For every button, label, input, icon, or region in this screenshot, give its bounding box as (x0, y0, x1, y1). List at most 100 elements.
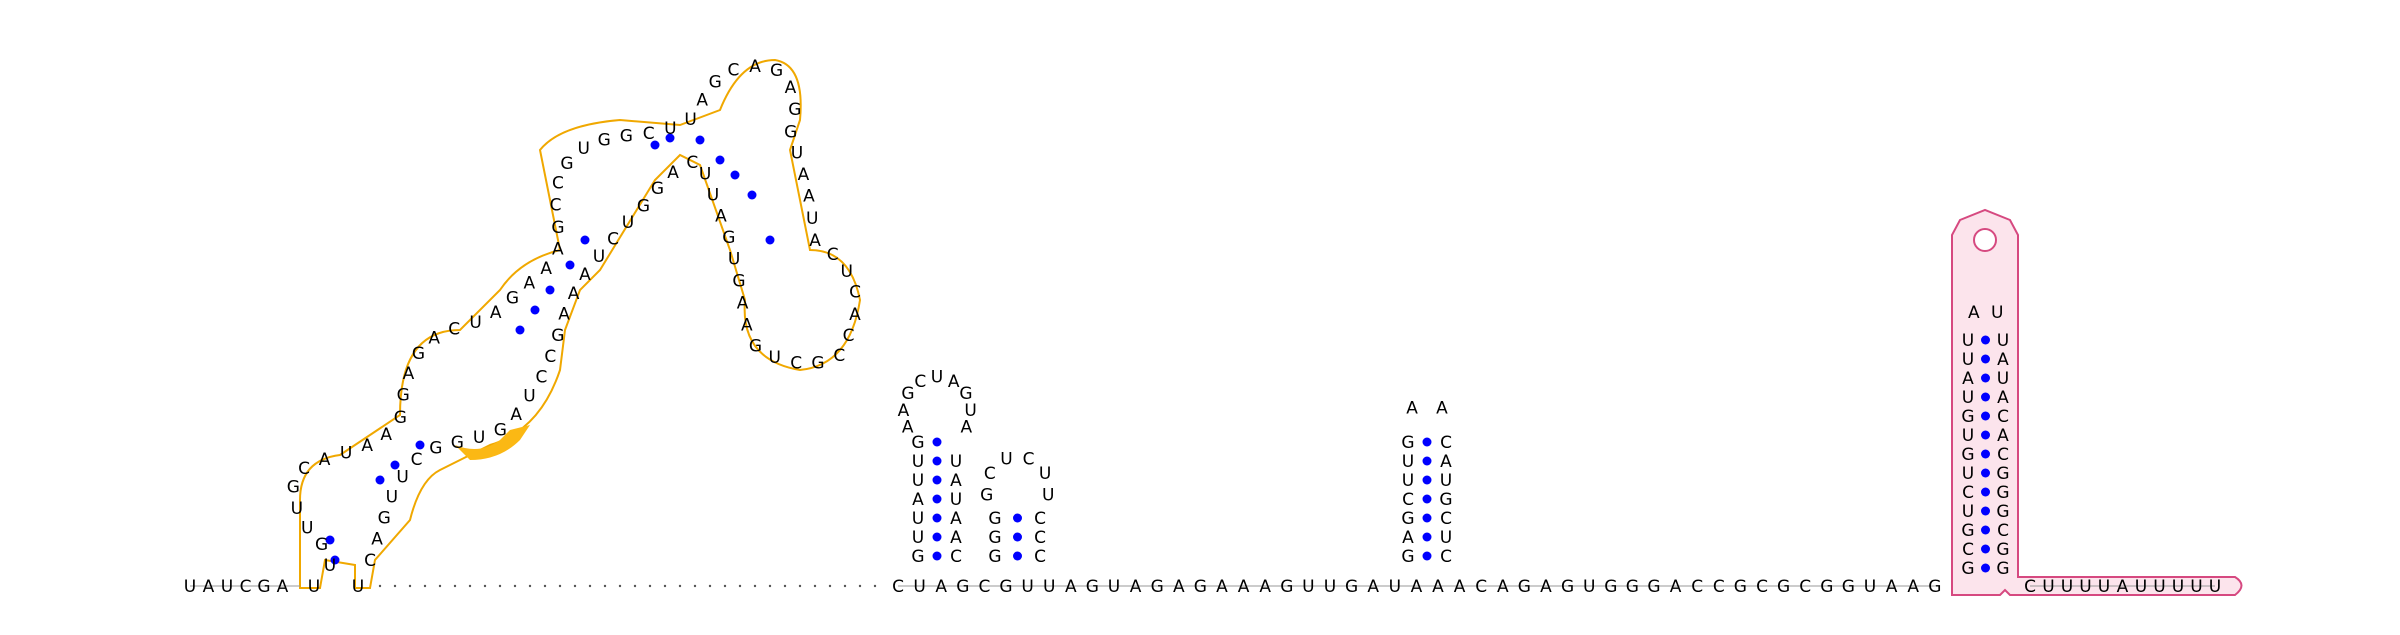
hairpin1-stem-nt: U (912, 471, 924, 491)
baseline-nucleotide: G (1518, 577, 1531, 597)
baseline-nucleotide: U (1324, 577, 1336, 597)
hairpin4-stem-nt: G (1996, 559, 2009, 579)
baseline-nucleotide: U (1389, 577, 1401, 597)
hairpin1-stem-nt: U (912, 509, 924, 529)
base-pair-dot (1422, 456, 1432, 466)
baseline-nucleotide: U (184, 577, 196, 597)
large-domain-nucleotide: U (806, 209, 818, 229)
baseline-nucleotide: A (1540, 577, 1552, 597)
large-domain-nucleotide: C (843, 326, 855, 346)
large-domain-nucleotide: G (506, 288, 519, 308)
large-domain-nucleotide: A (361, 436, 373, 456)
large-domain-nucleotide: A (371, 530, 383, 550)
gap-marker (813, 584, 817, 588)
large-domain-nucleotide: A (715, 207, 727, 227)
tail-nucleotide: C (2024, 577, 2036, 597)
baseline-nucleotide: G (1777, 577, 1790, 597)
hairpin3-stem-nt: A (1402, 528, 1414, 548)
hairpin2-loop-nt: U (1039, 464, 1051, 484)
base-pair-dot (1981, 430, 1990, 440)
hairpin4-stem-nt: C (1997, 407, 2009, 427)
base-pair-dot (932, 456, 942, 466)
base-pair-dot (1981, 468, 1990, 478)
large-domain-nucleotide: A (737, 294, 749, 314)
base-pair-dot (415, 440, 425, 450)
hairpin3-stem-nt: G (1401, 433, 1414, 453)
baseline-nucleotide: G (1561, 577, 1574, 597)
baseline-nucleotide: C (1691, 577, 1703, 597)
large-domain-nucleotide: G (651, 179, 664, 199)
large-domain-nucleotide: A (523, 274, 535, 294)
large-domain-nucleotide: C (448, 320, 460, 340)
base-pair-dot (1013, 532, 1022, 542)
baseline-nucleotide: A (203, 577, 215, 597)
hairpin3-stem-nt: U (1440, 471, 1452, 491)
base-pair-dot (1422, 475, 1432, 485)
base-pair-dot (545, 285, 555, 295)
large-domain-nucleotide: U (301, 518, 313, 538)
base-pair-dot (932, 437, 942, 447)
hairpin1-loop-nt: G (959, 384, 972, 404)
base-pair-dot (1422, 494, 1432, 504)
baseline-nucleotide: A (1238, 577, 1250, 597)
hairpin4-stem-nt: G (1961, 559, 1974, 579)
large-domain-nucleotide: C (535, 368, 547, 388)
gap-marker (573, 584, 577, 588)
hairpin1-loop-nt: A (902, 418, 914, 438)
large-domain-nucleotide: U (386, 487, 398, 507)
baseline-nucleotide: A (1130, 577, 1142, 597)
tail-nucleotide: U (2061, 577, 2073, 597)
hairpin3-stem-nt: U (1402, 471, 1414, 491)
large-domain-nucleotide: U (699, 165, 711, 185)
baseline-nucleotide: A (1216, 577, 1228, 597)
large-domain-nucleotide: A (558, 304, 570, 324)
baseline-nucleotide: G (1194, 577, 1207, 597)
large-domain-nucleotide: A (510, 405, 522, 425)
hairpin2-stem-nt: C (1034, 509, 1046, 529)
base-pair-dot (390, 460, 400, 470)
base-pair-dot (580, 235, 590, 245)
gap-marker (543, 584, 547, 588)
base-pair-dot (1981, 411, 1990, 421)
hairpin4-stem-nt: G (1996, 540, 2009, 560)
hairpin4-stem-nt: A (1997, 426, 2009, 446)
large-domain-nucleotide: C (790, 354, 802, 374)
baseline-nucleotide: G (956, 577, 969, 597)
baseline-nucleotide: U (308, 577, 320, 597)
gap-marker (378, 584, 382, 588)
hairpin1-stem-nt: U (912, 528, 924, 548)
large-domain-nucleotide: A (403, 364, 415, 384)
large-domain-nucleotide: A (428, 328, 440, 348)
hairpin4-stem-nt: A (1962, 369, 1974, 389)
large-domain-nucleotide: U (622, 213, 634, 233)
large-domain-nucleotide: U (769, 348, 781, 368)
baseline-nucleotide: C (978, 577, 990, 597)
baseline-nucleotide: A (935, 577, 947, 597)
base-pair-dot (695, 135, 705, 145)
base-pair-dot (932, 532, 942, 542)
baseline-nucleotide: U (1043, 577, 1055, 597)
tail-nucleotide: U (2153, 577, 2165, 597)
hairpin4-stem-nt: A (1997, 388, 2009, 408)
hairpin4-stem-nt: C (1962, 483, 1974, 503)
hairpin1-loop-nt: A (948, 372, 960, 392)
baseline-nucleotide: G (1626, 577, 1639, 597)
baseline-nucleotide: U (913, 577, 925, 597)
base-pair-dot (1981, 373, 1990, 383)
hairpin3-stem-nt: G (1401, 547, 1414, 567)
hairpin4-stem-nt: C (1962, 540, 1974, 560)
large-domain-nucleotide: G (722, 228, 735, 248)
base-pair-dot (565, 260, 575, 270)
baseline-nucleotide: A (1065, 577, 1077, 597)
large-domain-nucleotide: G (749, 336, 762, 356)
gap-marker (393, 584, 397, 588)
hairpin4-stem-nt: U (1997, 369, 2009, 389)
hairpin1-stem-nt: A (912, 490, 924, 510)
gap-marker (738, 584, 742, 588)
baseline-nucleotide: G (1345, 577, 1358, 597)
hairpin3-stem-nt: C (1402, 490, 1414, 510)
gap-marker (648, 584, 652, 588)
base-pair-dot (1013, 551, 1022, 561)
baseline-nucleotide: C (1475, 577, 1487, 597)
large-domain-nucleotide: A (552, 240, 564, 260)
